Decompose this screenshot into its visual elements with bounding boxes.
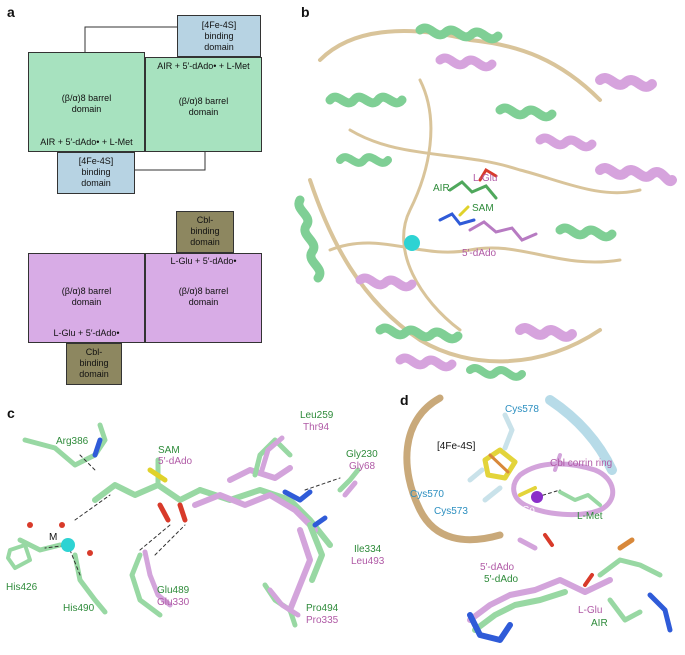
cbl-bottom-line2: binding xyxy=(79,358,109,368)
label-d-fes: [4Fe-4S] xyxy=(437,441,476,452)
panel-letter-a: a xyxy=(7,4,15,20)
barrel-pink-left-line2: domain xyxy=(71,297,102,307)
cbl-top-line3: domain xyxy=(190,237,220,247)
fes-domain-bottom: [4Fe-4S] binding domain xyxy=(57,152,135,194)
label-c-his490: His490 xyxy=(63,603,95,614)
fes-domain-bottom-line1: [4Fe-4S] xyxy=(78,156,114,166)
cbl-domain-bottom: Cbl- binding domain xyxy=(66,343,122,385)
label-c-gly230: Gly230 xyxy=(346,449,378,460)
label-d-lmet: L-Met xyxy=(577,511,603,522)
label-b-dado: 5′-dAdo xyxy=(462,248,497,259)
label-b-sam: SAM xyxy=(472,203,494,214)
fes-domain-top-line1: [4Fe-4S] xyxy=(201,20,237,30)
barrel-right-line1: (β/α)8 barrel xyxy=(178,96,229,106)
barrel-domain-green-left: (β/α)8 barrel domain AIR + 5′-dAdo• + L-… xyxy=(28,52,145,152)
label-c-thr94: Thr94 xyxy=(303,422,330,433)
label-d-dado-green: 5′-dAdo xyxy=(484,574,519,585)
cbl-bottom-line1: Cbl- xyxy=(85,347,103,357)
barrel-left-line2: domain xyxy=(71,104,102,114)
fes-domain-bottom-line3: domain xyxy=(81,178,111,188)
barrel-left-line1: (β/α)8 barrel xyxy=(61,93,112,103)
barrel-right-line2: domain xyxy=(188,107,219,117)
label-d-cys570: Cys570 xyxy=(410,489,444,500)
label-b-lglu: L-Glu xyxy=(473,173,498,184)
label-c-ile334: Ile334 xyxy=(354,544,382,555)
label-c-pro494: Pro494 xyxy=(306,603,339,614)
label-c-arg386: Arg386 xyxy=(56,436,89,447)
ligand-label-left-top: AIR + 5′-dAdo• + L-Met xyxy=(40,137,133,147)
panel-letter-d: d xyxy=(400,392,409,408)
label-c-leu493: Leu493 xyxy=(351,556,385,567)
label-d-lglu: L-Glu xyxy=(578,605,603,616)
fes-domain-bottom-line2: binding xyxy=(81,167,111,177)
cbl-top-line2: binding xyxy=(190,226,220,236)
barrel-domain-green-right: AIR + 5′-dAdo• + L-Met (β/α)8 barrel dom… xyxy=(145,57,262,152)
label-c-dado: 5′-dAdo xyxy=(158,456,193,467)
label-c-gly68: Gly68 xyxy=(349,461,376,472)
barrel-domain-pink-right: L-Glu + 5′-dAdo• (β/α)8 barrel domain xyxy=(145,253,262,343)
ligand-label-right-bottom: L-Glu + 5′-dAdo• xyxy=(170,256,237,266)
label-c-glu330: Glu330 xyxy=(157,597,190,608)
fes-domain-top: [4Fe-4S] binding domain xyxy=(177,15,261,57)
label-d-cys573: Cys573 xyxy=(434,506,468,517)
label-d-co: Co xyxy=(522,505,535,516)
fes-domain-top-line2: binding xyxy=(204,31,234,41)
panel-letter-b: b xyxy=(301,4,310,20)
fes-domain-top-line3: domain xyxy=(204,42,234,52)
barrel-pink-left-line1: (β/α)8 barrel xyxy=(61,286,112,296)
label-c-sam: SAM xyxy=(158,445,180,456)
label-c-his426: His426 xyxy=(6,582,38,593)
label-c-pro335: Pro335 xyxy=(306,615,339,626)
barrel-pink-right-line2: domain xyxy=(188,297,219,307)
label-c-metal: M xyxy=(49,532,58,543)
label-d-air: AIR xyxy=(591,618,608,629)
label-d-cbl: Cbl corrin ring xyxy=(550,458,613,469)
ligand-label-left-bottom: L-Glu + 5′-dAdo• xyxy=(53,328,120,338)
cbl-top-line1: Cbl- xyxy=(196,215,214,225)
barrel-pink-right-line1: (β/α)8 barrel xyxy=(178,286,229,296)
label-b-air: AIR xyxy=(433,183,450,194)
label-d-cys578: Cys578 xyxy=(505,404,539,415)
label-d-dado-pink: 5′-dAdo xyxy=(480,562,515,573)
cbl-domain-top: Cbl- binding domain xyxy=(176,211,234,253)
label-c-glu489: Glu489 xyxy=(157,585,190,596)
barrel-domain-pink-left: (β/α)8 barrel domain L-Glu + 5′-dAdo• xyxy=(28,253,145,343)
ligand-label-right-top: AIR + 5′-dAdo• + L-Met xyxy=(157,61,250,71)
label-c-leu259: Leu259 xyxy=(300,410,334,421)
cbl-bottom-line3: domain xyxy=(79,369,109,379)
panel-letter-c: c xyxy=(7,405,15,421)
